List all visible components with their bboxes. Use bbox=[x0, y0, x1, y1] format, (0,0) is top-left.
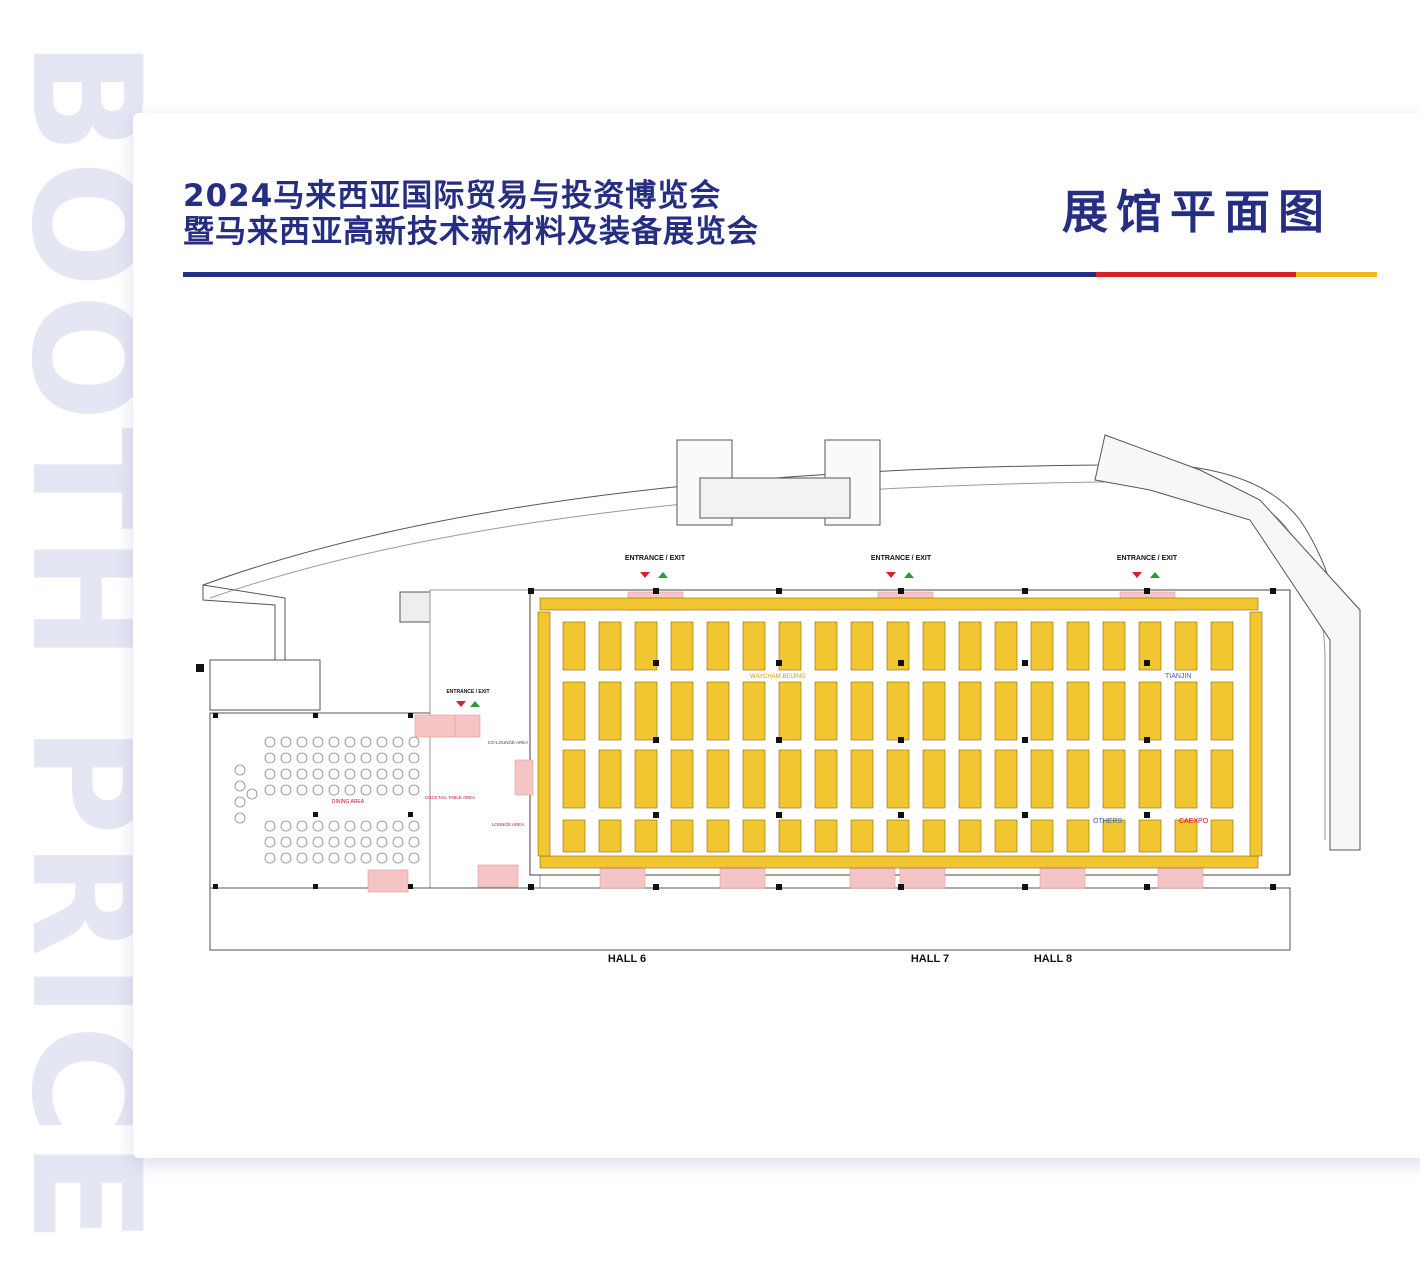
zone-label-caexpo: CAEXPO bbox=[1179, 818, 1209, 825]
corridor bbox=[429, 589, 541, 891]
entrance-label-4: ENTRANCE / EXIT bbox=[446, 689, 489, 695]
zone-label-others: OTHERS bbox=[1093, 818, 1123, 825]
entrance-label-3: ENTRANCE / EXIT bbox=[1117, 555, 1178, 562]
zone-label-tianjin: TIANJIN bbox=[1165, 673, 1191, 680]
zone-label-beijing: WAYCHAM BEIJING bbox=[750, 674, 806, 680]
divider-red bbox=[1096, 272, 1296, 277]
divider-yellow bbox=[1296, 272, 1377, 277]
hall-label-6: HALL 6 bbox=[608, 953, 646, 965]
entrance-label-1: ENTRANCE / EXIT bbox=[625, 555, 686, 562]
dining-tables bbox=[234, 736, 420, 864]
bottom-services bbox=[209, 887, 1291, 951]
area-label-lounge: LOUNGE AREA bbox=[492, 822, 524, 827]
booth-rows bbox=[537, 597, 1263, 869]
hall-label-7: HALL 7 bbox=[911, 953, 949, 965]
title-line-2: 暨马来西亚高新技术新材料及装备展览会 bbox=[183, 214, 759, 250]
bridge-block bbox=[699, 477, 851, 519]
area-label-dining: DINING AREA bbox=[332, 799, 365, 805]
entrance-arrows bbox=[456, 572, 1160, 707]
area-label-cocktail: COCKTAIL TABLE AREA bbox=[425, 795, 475, 800]
hall-label-8: HALL 8 bbox=[1034, 953, 1072, 965]
floor-plan-heading: 展馆平面图 bbox=[1062, 185, 1332, 239]
entrance-label-2: ENTRANCE / EXIT bbox=[871, 555, 932, 562]
divider-navy bbox=[183, 272, 1096, 277]
pillars bbox=[196, 588, 1276, 890]
page-title: 2024马来西亚国际贸易与投资博览会 暨马来西亚高新技术新材料及装备展览会 bbox=[183, 178, 759, 250]
floor-plan-map: ENTRANCE / EXIT ENTRANCE / EXIT ENTRANCE… bbox=[196, 434, 1361, 965]
left-building bbox=[209, 659, 321, 711]
right-wing bbox=[1094, 434, 1361, 851]
title-line-1: 2024马来西亚国际贸易与投资博览会 bbox=[183, 178, 722, 214]
area-label-colounge: CO-LOUNGE AREA bbox=[488, 740, 529, 745]
